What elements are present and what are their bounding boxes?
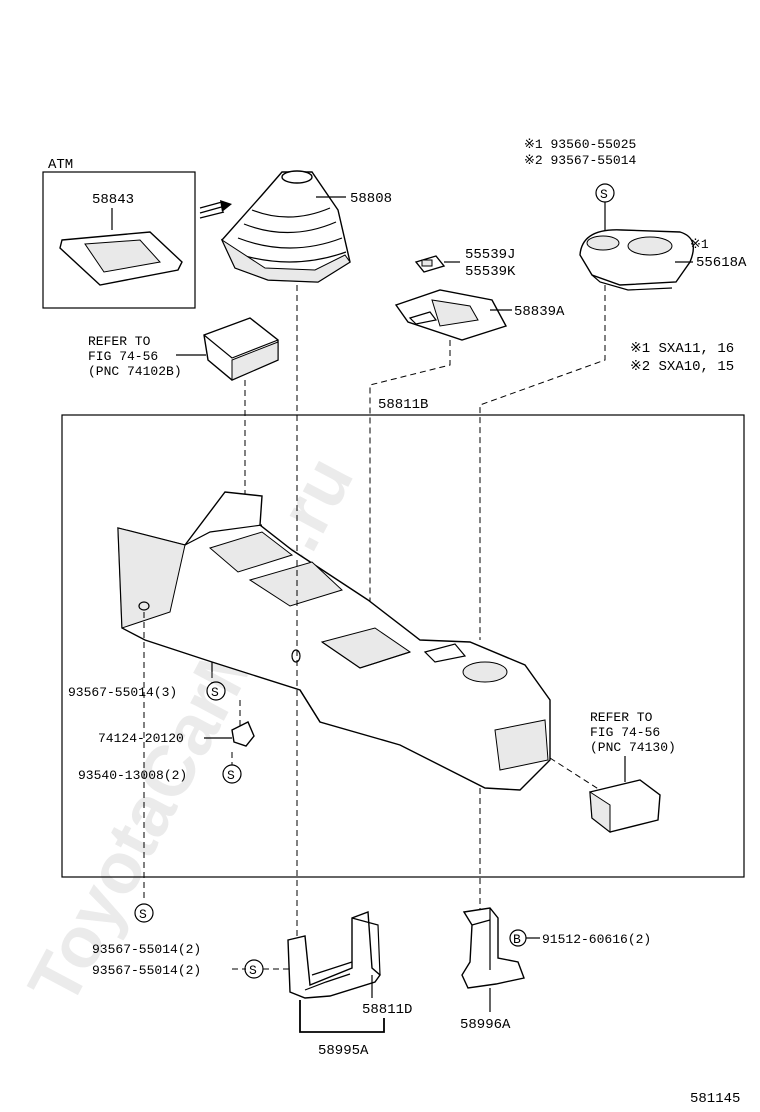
part-55618a-cup-holder (579, 229, 694, 291)
label-55618a: 55618A (696, 255, 747, 271)
label-58808: 58808 (350, 191, 392, 207)
part-58839a-plate (394, 289, 508, 341)
part-58995a-bracket (287, 911, 381, 999)
console-frame (61, 414, 745, 878)
part-58996a-bracket (461, 907, 525, 989)
bracket-58995a-leader (299, 1000, 385, 1033)
figure-id: 581145 (690, 1091, 740, 1107)
label-93540: 93540-13008(2) (78, 768, 187, 783)
label-91512: 91512-60616(2) (542, 932, 651, 947)
s-symbol-bottom-left (134, 903, 154, 923)
dash-58839a (369, 340, 451, 630)
watermark-text: ToyotaCarMine.ru (13, 444, 368, 1017)
refer1-line1: REFER TO (88, 334, 151, 349)
part-ashtray (203, 317, 279, 381)
s-symbol-left-text: S (211, 685, 219, 700)
part-58811b-console (117, 491, 551, 791)
note-sxa1: ※1 SXA11, 16 (630, 341, 734, 357)
s-symbol-top-text: S (600, 187, 608, 202)
note1-code: ※1 93560-55025 (524, 137, 636, 152)
dash-cupholder (479, 285, 606, 640)
note1-mark: ※1 (690, 237, 709, 252)
arrow-shaft (199, 205, 226, 214)
refer1-line2: FIG 74-56 (88, 349, 158, 364)
label-58839a: 58839A (514, 304, 565, 320)
label-58811d: 58811D (362, 1002, 412, 1018)
s-symbol-left (206, 681, 226, 701)
dash-refer2 (549, 757, 601, 791)
arrow-outline (199, 201, 225, 219)
label-screw-left: 93567-55014(3) (68, 685, 177, 700)
label-screw-bottom2: 93567-55014(2) (92, 963, 201, 978)
label-58811b: 58811B (378, 397, 428, 413)
part-58808-shift-boot (220, 170, 351, 283)
label-74124: 74124-20120 (98, 731, 184, 746)
s-symbol-bottom2-text: S (249, 963, 257, 978)
part-58843-shift-plate (59, 231, 183, 286)
note-sxa2: ※2 SXA10, 15 (630, 359, 734, 375)
refer2-line3: (PNC 74130) (590, 740, 676, 755)
part-55539-switch (414, 255, 446, 273)
part-rear-ashtray (589, 779, 661, 834)
refer1-line3: (PNC 74102B) (88, 364, 182, 379)
refer2-line1: REFER TO (590, 710, 653, 725)
label-55539k: 55539K (465, 264, 516, 280)
b-symbol-text: B (513, 932, 521, 947)
part-74124-clip (231, 721, 255, 747)
label-58996a: 58996A (460, 1017, 511, 1033)
atm-label: ATM (48, 157, 73, 173)
arrow-head (220, 200, 232, 212)
note2-code: ※2 93567-55014 (524, 153, 637, 168)
atm-box (42, 171, 196, 309)
s-symbol-bottom-left-text: S (139, 907, 147, 922)
s-symbol-93540-text: S (227, 768, 235, 783)
label-screw-bottom1: 93567-55014(2) (92, 942, 201, 957)
refer2-line2: FIG 74-56 (590, 725, 660, 740)
label-58995a: 58995A (318, 1043, 369, 1059)
label-55539j: 55539J (465, 247, 515, 263)
label-58843: 58843 (92, 192, 134, 208)
